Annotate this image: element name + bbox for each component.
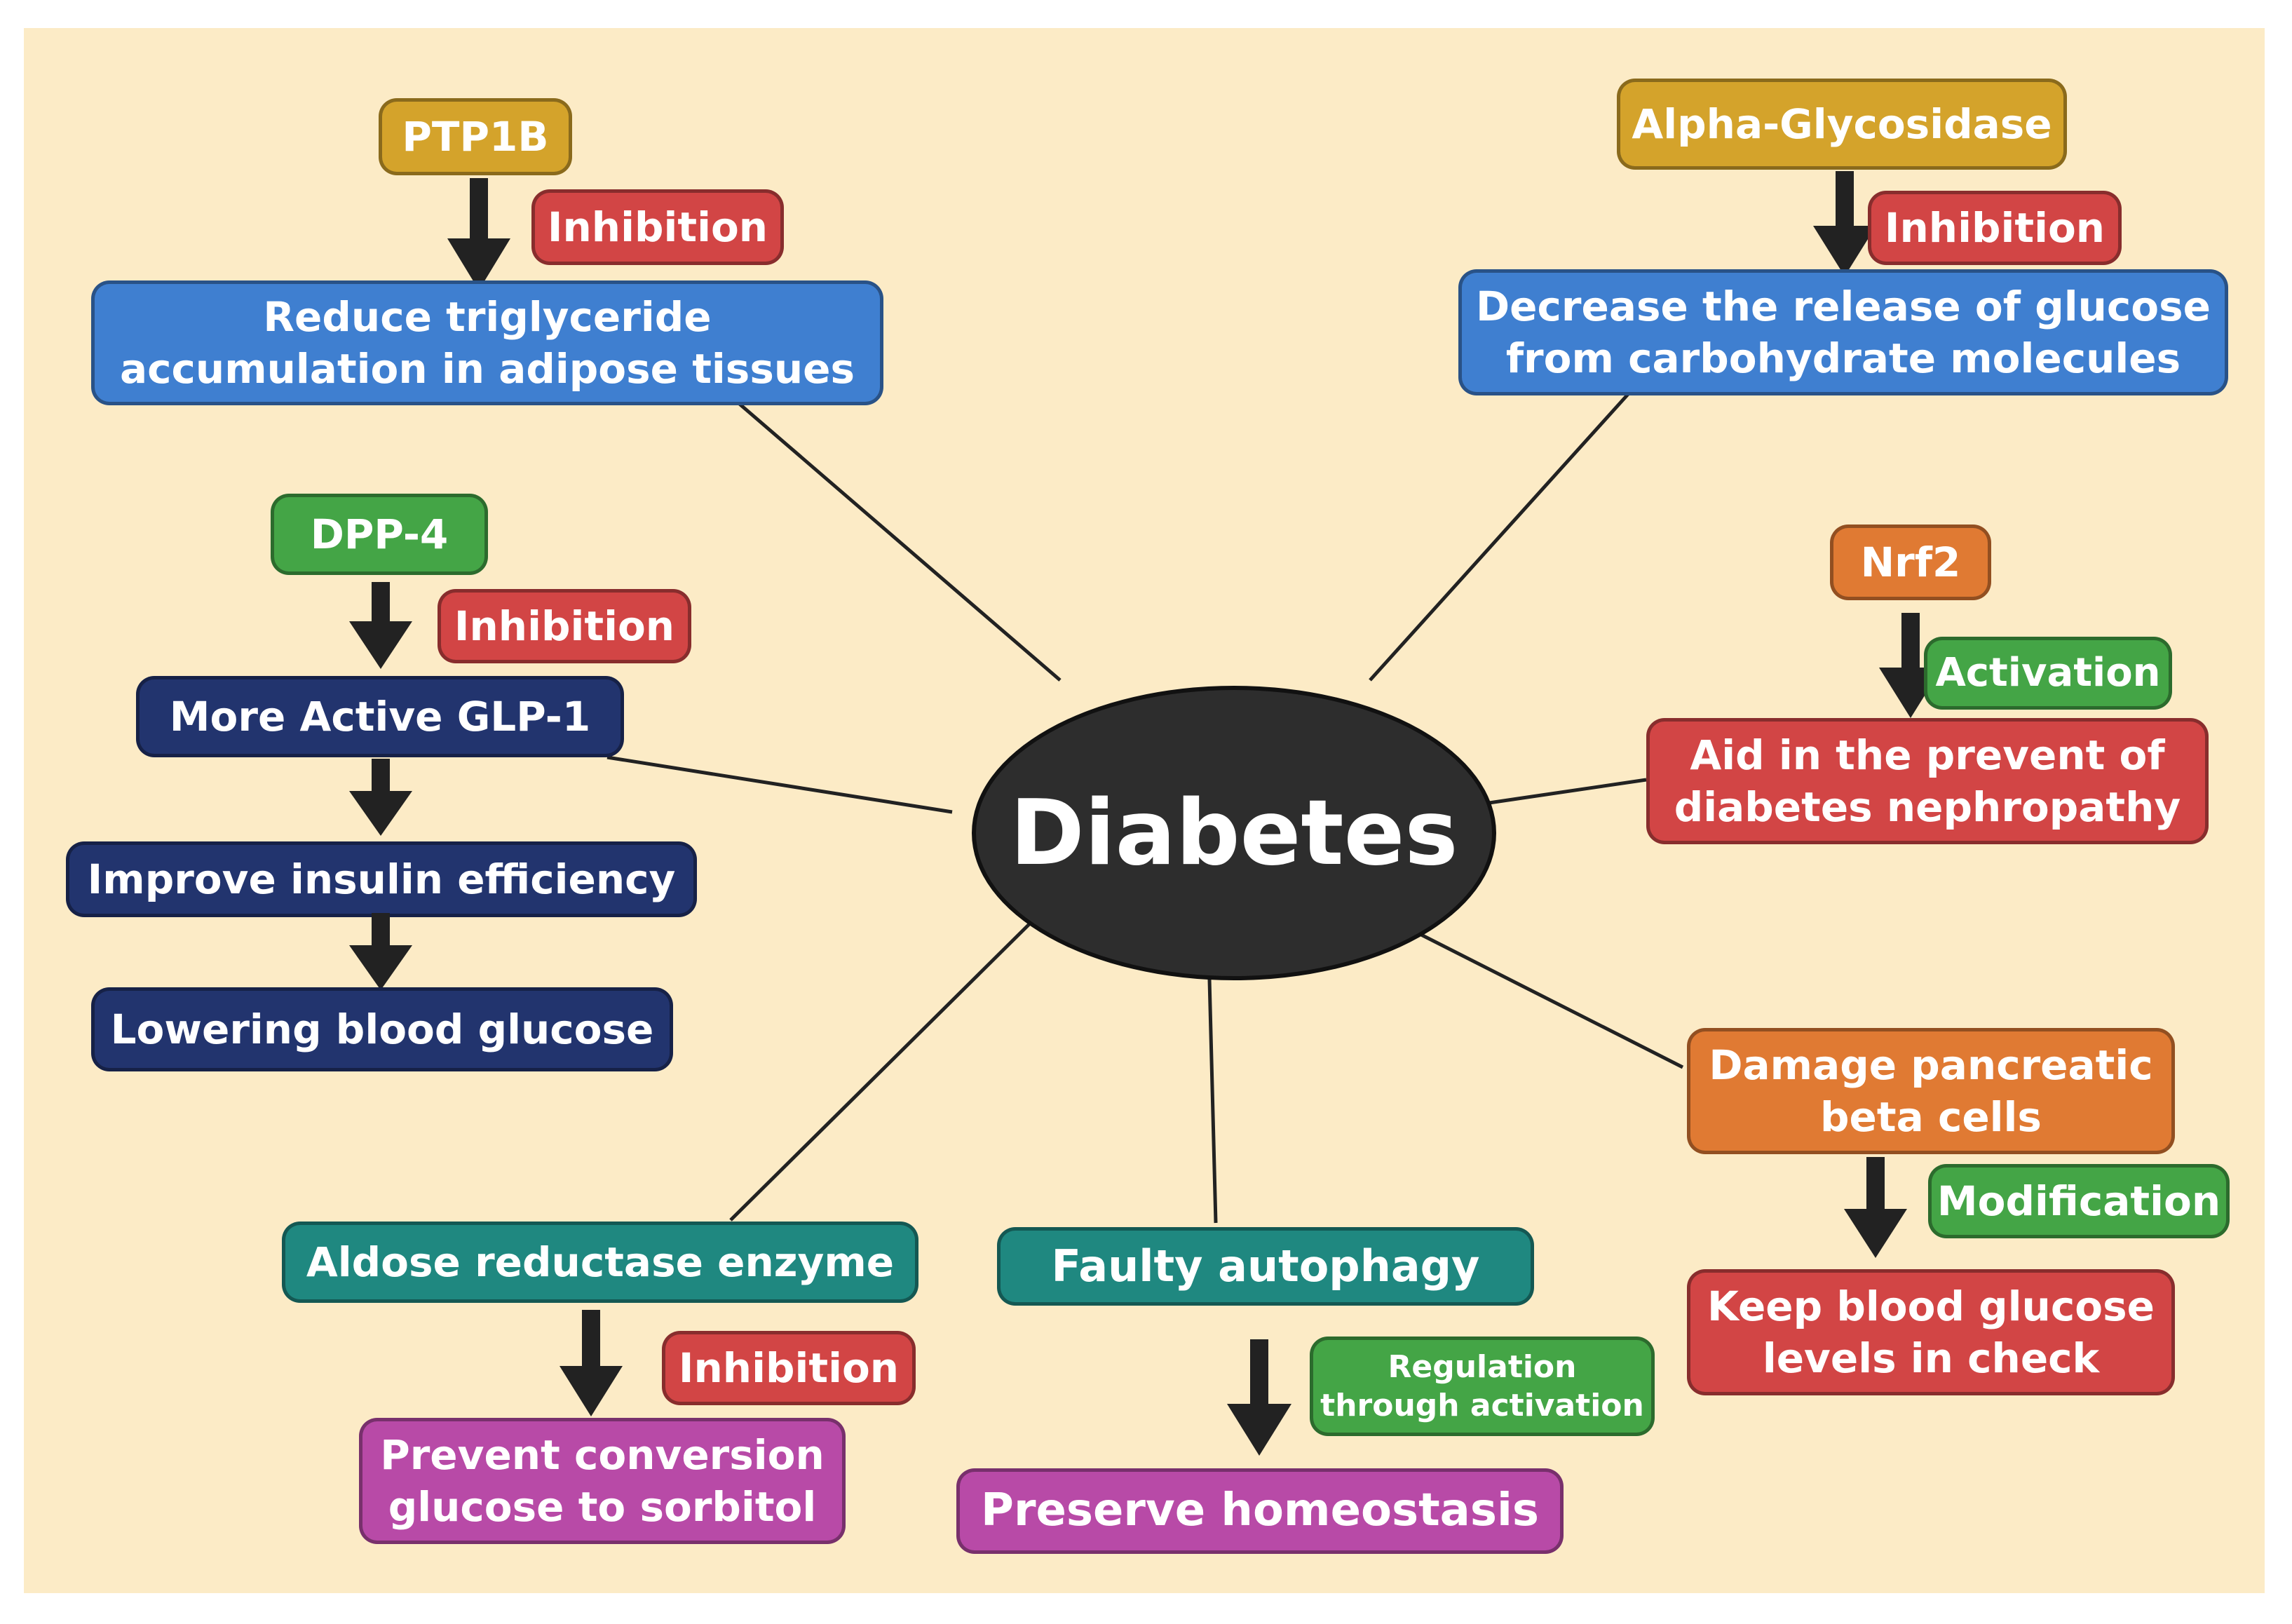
autophagy-action-badge: Regulation through activation [1310,1337,1655,1436]
alpha-glucosidase-action-label: Inhibition [1884,203,2105,252]
dpp4-action-badge: Inhibition [438,589,691,663]
connector-dpp4 [606,755,953,814]
diagram-canvas: Diabetes PTP1B Inhibition Reduce triglyc… [24,28,2265,1593]
aldose-action-label: Inhibition [678,1344,900,1392]
connector-nrf2 [1465,778,1647,808]
autophagy-node: Faulty autophagy [997,1227,1534,1306]
ptp1b-action-badge: Inhibition [531,189,784,265]
nrf2-label: Nrf2 [1860,538,1961,586]
dpp4-step3-node: Lowering blood glucose [91,987,673,1071]
ptp1b-outcome-node: Reduce triglyceride accumulation in adip… [91,280,883,405]
nrf2-outcome-node: Aid in the prevent of diabetes nephropat… [1646,718,2209,844]
dpp4-step2-node: Improve insulin efficiency [66,841,697,917]
dpp4-arrow-3 [349,913,412,990]
beta-cells-label: Damage pancreatic beta cells [1709,1041,2153,1141]
aldose-outcome-label: Prevent conversion glucose to sorbitol [380,1430,825,1531]
connector-alpha-glucosidase [1369,391,1631,682]
beta-cells-action-label: Modification [1937,1177,2221,1225]
ptp1b-node: PTP1B [379,98,572,175]
aldose-arrow [560,1310,623,1416]
aldose-action-badge: Inhibition [662,1331,916,1405]
beta-cells-outcome-node: Keep blood glucose levels in check [1687,1269,2175,1395]
beta-cells-outcome-label: Keep blood glucose levels in check [1707,1282,2155,1382]
alpha-glucosidase-node: Alpha-Glycosidase [1617,79,2067,170]
nrf2-outcome-label: Aid in the prevent of diabetes nephropat… [1674,731,2181,831]
dpp4-arrow-1 [349,582,412,669]
alpha-glucosidase-arrow [1813,171,1876,276]
alpha-glucosidase-label: Alpha-Glycosidase [1632,100,2052,148]
dpp4-node: DPP-4 [271,494,488,575]
alpha-glucosidase-action-badge: Inhibition [1868,191,2122,265]
autophagy-action-label: Regulation through activation [1320,1349,1644,1423]
autophagy-arrow [1227,1339,1291,1456]
dpp4-step3-label: Lowering blood glucose [110,1005,654,1053]
alpha-glucosidase-outcome-node: Decrease the release of glucose from car… [1458,269,2228,395]
dpp4-action-label: Inhibition [454,602,675,650]
ptp1b-label: PTP1B [402,112,549,161]
dpp4-step1-node: More Active GLP-1 [136,676,624,757]
nrf2-node: Nrf2 [1830,525,1991,600]
ptp1b-outcome-label: Reduce triglyceride accumulation in adip… [120,292,855,393]
dpp4-label: DPP-4 [310,510,449,558]
ptp1b-action-label: Inhibition [547,203,768,251]
aldose-node: Aldose reductase enzyme [282,1222,918,1303]
diabetes-hub: Diabetes [972,686,1496,980]
alpha-glucosidase-outcome-label: Decrease the release of glucose from car… [1476,282,2211,382]
dpp4-step1-label: More Active GLP-1 [169,692,591,740]
dpp4-step2-label: Improve insulin efficiency [87,855,676,903]
dpp4-arrow-2 [349,759,412,836]
autophagy-outcome-label: Preserve homeostasis [981,1484,1539,1537]
beta-cells-node: Damage pancreatic beta cells [1687,1028,2175,1154]
nrf2-action-label: Activation [1935,650,2161,696]
connector-ptp1b [735,400,1062,682]
aldose-label: Aldose reductase enzyme [306,1238,895,1286]
nrf2-action-badge: Activation [1924,637,2172,710]
connector-layer [606,391,1684,1224]
connector-aldose [729,919,1035,1222]
autophagy-label: Faulty autophagy [1051,1240,1480,1292]
aldose-outcome-node: Prevent conversion glucose to sorbitol [359,1418,846,1544]
beta-cells-arrow [1844,1157,1907,1258]
ptp1b-arrow [447,178,510,290]
connector-autophagy [1207,952,1218,1224]
autophagy-outcome-node: Preserve homeostasis [956,1468,1564,1554]
beta-cells-action-badge: Modification [1928,1164,2230,1238]
hub-label: Diabetes [1010,780,1458,886]
